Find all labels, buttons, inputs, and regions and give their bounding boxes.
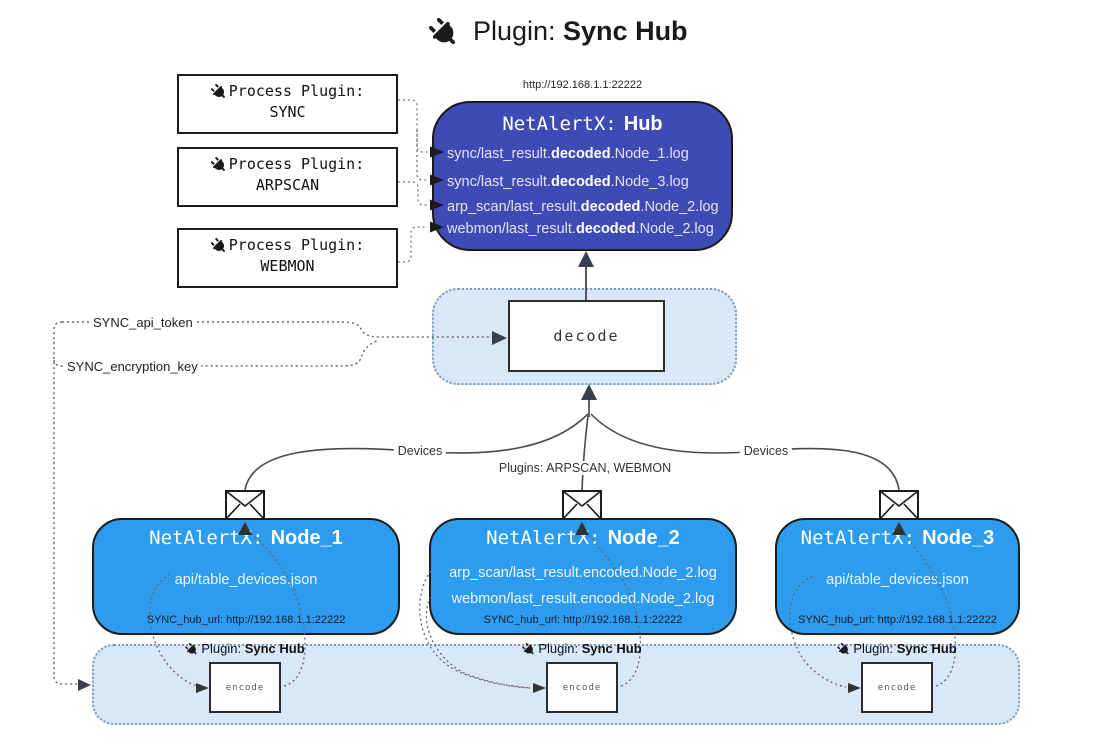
- plug-icon: [207, 234, 230, 257]
- sync-encryption-key-label: SYNC_encryption_key: [64, 359, 201, 374]
- hub-log-line: webmon/last_result.decoded.Node_2.log: [447, 221, 714, 237]
- node-title-name: Node_1: [270, 527, 343, 549]
- process-plugin-label: Process Plugin:: [228, 155, 365, 173]
- node-hub-url: SYNC_hub_url: http://192.168.1.1:22222: [483, 614, 683, 626]
- title-name: Sync Hub: [563, 16, 688, 46]
- keys-to-panel-arrowhead: [78, 679, 91, 691]
- encode-plugin-label: Plugin: Sync Hub: [183, 640, 305, 658]
- encode-plugin-label: Plugin: Sync Hub: [835, 640, 957, 658]
- merge-to-decode-arrowhead: [581, 384, 597, 400]
- hub-title-prefix: NetAlertX:: [502, 113, 617, 135]
- hub-title: NetAlertX: Hub: [434, 113, 731, 136]
- process-plugin-label: Process Plugin:: [228, 82, 365, 100]
- node-title-name: Node_2: [607, 527, 680, 549]
- node-file-line: api/table_devices.json: [174, 572, 318, 588]
- node-file-line: webmon/last_result.encoded.Node_2.log: [451, 591, 715, 607]
- process-plugin-name: SYNC: [269, 103, 306, 121]
- sync-api-token-label: SYNC_api_token: [90, 315, 196, 330]
- encode-box: encode: [861, 662, 933, 713]
- process-plugin-label: Process Plugin:: [228, 236, 365, 254]
- process-plugin-box-arpscan: Process Plugin: ARPSCAN: [177, 147, 398, 207]
- title-prefix: Plugin:: [472, 16, 556, 46]
- hub-log-line: arp_scan/last_result.decoded.Node_2.log: [447, 199, 719, 215]
- envelope-icon: [225, 490, 265, 520]
- node-file-line: api/table_devices.json: [826, 572, 969, 588]
- envelope-icon: [879, 490, 919, 520]
- node-hub-url: SYNC_hub_url: http://192.168.1.1:22222: [146, 614, 346, 626]
- plugins-label: Plugins: ARPSCAN, WEBMON: [494, 461, 676, 475]
- envelope-icon: [562, 490, 602, 520]
- process-plugin-connectors: [398, 99, 428, 263]
- node-hub-url: SYNC_hub_url: http://192.168.1.1:22222: [798, 614, 997, 626]
- plug-icon: [423, 12, 465, 54]
- page-title: Plugin: Sync Hub: [0, 16, 1117, 48]
- process-plugin-name: ARPSCAN: [255, 176, 320, 194]
- plug-icon: [207, 153, 230, 176]
- node-title-name: Node_3: [922, 527, 995, 549]
- encode-box: encode: [209, 662, 281, 713]
- encode-box: encode: [546, 662, 618, 713]
- hub-box: NetAlertX: Hub sync/last_result.decoded.N…: [432, 101, 733, 251]
- hub-url-label: http://192.168.1.1:22222: [522, 79, 643, 91]
- process-plugin-box-webmon: Process Plugin: WEBMON: [177, 228, 398, 288]
- node-title: NetAlertX: Node_3: [777, 527, 1018, 550]
- node-file-line: arp_scan/last_result.encoded.Node_2.log: [449, 565, 717, 581]
- plug-icon: [207, 80, 230, 103]
- plug-icon: [835, 640, 853, 658]
- encode-plugin-label: Plugin: Sync Hub: [520, 640, 642, 658]
- hub-title-name: Hub: [623, 113, 663, 135]
- hub-log-line: sync/last_result.decoded.Node_1.log: [447, 146, 689, 162]
- devices-curves: [244, 413, 900, 491]
- process-plugin-name: WEBMON: [260, 257, 315, 275]
- decode-box: decode: [508, 300, 665, 372]
- plug-icon: [520, 640, 538, 658]
- node-title-prefix: NetAlertX:: [800, 527, 916, 549]
- decode-to-hub-arrowhead: [578, 251, 594, 267]
- plug-icon: [183, 640, 201, 658]
- node-title-prefix: NetAlertX:: [486, 527, 601, 549]
- devices-label-left: Devices: [393, 444, 447, 458]
- hub-log-line: sync/last_result.decoded.Node_3.log: [447, 174, 689, 190]
- node-title: NetAlertX: Node_1: [94, 527, 398, 550]
- node-box-3: NetAlertX:Node_3 api/table_devices.json …: [775, 518, 1020, 635]
- devices-label-right: Devices: [739, 444, 793, 458]
- process-plugin-box-sync: Process Plugin: SYNC: [177, 74, 398, 134]
- node-box-2: NetAlertX: Node_2 arp_scan/last_result.en…: [429, 518, 737, 635]
- node-box-1: NetAlertX:Node_1 api/table_devices.json …: [92, 518, 400, 635]
- node-title-prefix: NetAlertX:: [149, 527, 264, 549]
- node-title: NetAlertX: Node_2: [431, 527, 735, 550]
